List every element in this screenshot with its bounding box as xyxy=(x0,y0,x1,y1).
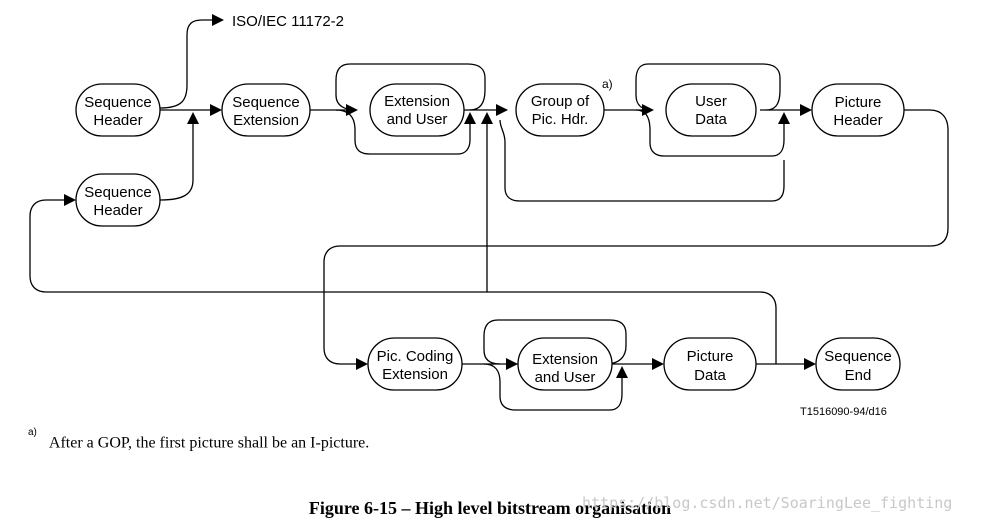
node-label-line2: Extension xyxy=(233,112,299,129)
watermark: https://blog.csdn.net/SoaringLee_fightin… xyxy=(582,494,953,512)
arrow-to-sequence-end xyxy=(804,358,816,370)
node-label-line1: User xyxy=(695,93,727,110)
arrow-join-up-3 xyxy=(481,112,493,124)
bypass-user-data xyxy=(635,109,785,157)
node-sequence-extension: Sequence Extension xyxy=(221,83,311,137)
arrow-to-picture-data xyxy=(652,358,664,370)
arrow-join-up-4 xyxy=(778,112,790,124)
node-label-line1: Group of xyxy=(531,93,590,110)
node-label-line2: and User xyxy=(535,369,596,386)
arrow-to-ext-user-2 xyxy=(506,358,518,370)
node-picture-header: Picture Header xyxy=(811,83,905,137)
figure-caption: Figure 6-15 – High level bitstream organ… xyxy=(308,498,672,518)
arrowheads xyxy=(64,14,816,378)
bitstream-diagram: ISO/IEC 11172-2 a) T1516090-94/d16 Seque… xyxy=(29,13,949,418)
bypass-gop xyxy=(499,119,785,202)
drawing-id: T1516090-94/d16 xyxy=(800,406,887,418)
node-sequence-end: Sequence End xyxy=(815,337,901,391)
arrow-to-seq-extension xyxy=(210,104,222,116)
gop-footnote-mark: a) xyxy=(602,77,613,91)
node-extension-and-user-2: Extension and User xyxy=(517,337,613,391)
node-label-line1: Sequence xyxy=(824,348,892,365)
arrow-to-seq-header-2 xyxy=(64,194,76,206)
node-label-line2: Header xyxy=(93,112,142,129)
return-to-seq-header-2 xyxy=(29,199,777,364)
node-label-line1: Sequence xyxy=(232,94,300,111)
arrow-to-ext-user-1 xyxy=(346,104,358,116)
node-picture-coding-extension: Pic. Coding Extension xyxy=(367,337,463,391)
footnote-text: After a GOP, the first picture shall be … xyxy=(48,434,370,452)
node-label-line1: Pic. Coding xyxy=(377,348,454,365)
node-extension-and-user-1: Extension and User xyxy=(369,83,465,137)
node-group-of-pictures-header: Group of Pic. Hdr. xyxy=(515,83,605,137)
node-sequence-header-1: Sequence Header xyxy=(75,83,161,137)
node-sequence-header-2: Sequence Header xyxy=(75,173,161,227)
arrow-to-user-data xyxy=(642,104,654,116)
arrow-join-up-5 xyxy=(616,366,628,378)
node-label-line2: Header xyxy=(833,112,882,129)
node-label-line1: Picture xyxy=(687,348,734,365)
connector-to-iso xyxy=(159,19,212,109)
bypass-ext-user-2 xyxy=(483,363,623,411)
node-label-line1: Sequence xyxy=(84,184,152,201)
node-label-line2: Data xyxy=(694,367,726,384)
node-label-line1: Extension xyxy=(532,351,598,368)
arrow-to-iso xyxy=(212,14,224,26)
node-label-line1: Picture xyxy=(835,94,882,111)
footnote-mark: a) xyxy=(28,427,37,438)
footnote: a) After a GOP, the first picture shall b… xyxy=(28,427,370,452)
node-label-line1: Sequence xyxy=(84,94,152,111)
node-label-line2: Header xyxy=(93,202,142,219)
connector-picture-header-to-coding-ext xyxy=(323,109,949,365)
arrow-to-pic-coding-ext xyxy=(356,358,368,370)
node-label-line2: Data xyxy=(695,111,727,128)
node-picture-data: Picture Data xyxy=(663,337,757,391)
loop-ext-user-1 xyxy=(335,63,486,111)
bypass-ext-user-1 xyxy=(335,109,471,155)
node-user-data: User Data xyxy=(665,83,757,137)
connector-header2-to-join xyxy=(159,118,194,201)
node-label-line1: Extension xyxy=(384,93,450,110)
node-label-line2: and User xyxy=(387,111,448,128)
connectors xyxy=(29,19,949,411)
loop-user-data xyxy=(635,63,781,111)
arrow-to-picture-header xyxy=(800,104,812,116)
loop-ext-user-2 xyxy=(483,319,627,365)
node-label-line2: End xyxy=(845,367,872,384)
arrow-to-gop xyxy=(496,104,508,116)
node-label-line2: Pic. Hdr. xyxy=(532,111,589,128)
node-label-line2: Extension xyxy=(382,366,448,383)
iso-reference: ISO/IEC 11172-2 xyxy=(232,13,344,30)
arrow-join-up-2 xyxy=(464,112,476,124)
arrow-join-up-1 xyxy=(187,112,199,124)
